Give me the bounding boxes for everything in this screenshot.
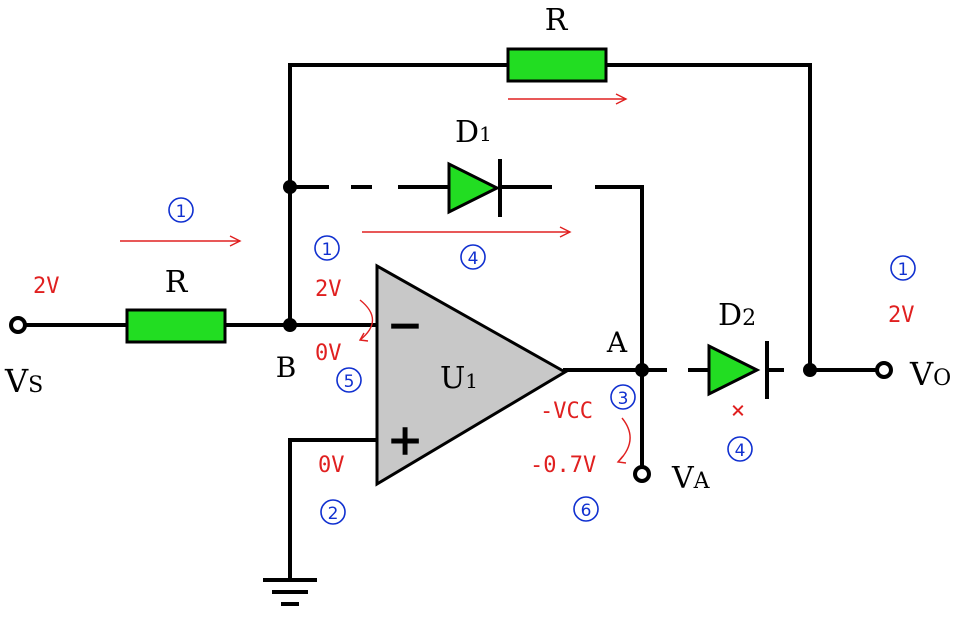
label-vs: VS (4, 362, 43, 400)
label-va: VA (671, 461, 711, 496)
label-node-b: B (276, 351, 297, 384)
step-2: 2 (320, 499, 346, 525)
svg-text:1: 1 (898, 260, 909, 280)
label-vo: VO (909, 355, 951, 393)
label-r-top: R (545, 3, 569, 38)
step-1-output: 1 (890, 255, 916, 281)
diode-d2 (707, 343, 761, 397)
step-3: 3 (610, 384, 636, 410)
label-d1: D1 (455, 115, 492, 150)
resistor-input (125, 308, 227, 344)
junction-b (283, 318, 297, 332)
current-arrow-r-top (508, 93, 628, 105)
svg-text:4: 4 (468, 249, 479, 269)
step-4-d2: 4 (727, 436, 753, 462)
junction-d1 (283, 180, 297, 194)
annotation-inv-0v: 0V (315, 341, 342, 366)
annotation-noninv-0v: 0V (318, 453, 345, 478)
transition-arrow-output (616, 417, 631, 464)
step-6: 6 (573, 496, 599, 522)
terminal-vs (9, 316, 27, 334)
terminal-va (633, 465, 651, 483)
feedback-wire-top-right (603, 63, 812, 374)
svg-text:2: 2 (328, 504, 339, 524)
label-d2: D2 (718, 298, 756, 333)
label-r-input: R (165, 265, 189, 300)
annotation-vo-2v: 2V (888, 303, 915, 328)
d1-branch-seg5 (595, 185, 644, 372)
diode-d1 (447, 161, 501, 215)
opamp-minus-sign: − (387, 300, 424, 351)
opamp-u1 (375, 263, 568, 487)
junction-a (635, 363, 649, 377)
step-4-d1: 4 (460, 244, 486, 270)
ground-wire (288, 438, 382, 580)
terminal-vo (875, 361, 893, 379)
svg-text:1: 1 (322, 240, 333, 260)
resistor-top (506, 47, 608, 83)
annotation-minus-0-7v: -0.7V (530, 453, 596, 478)
current-arrow-input (120, 235, 242, 247)
step-1-input: 1 (168, 197, 194, 223)
step-1-inv: 1 (314, 235, 340, 261)
svg-text:3: 3 (618, 389, 629, 409)
current-arrow-d1 (362, 226, 572, 238)
svg-text:1: 1 (176, 202, 187, 222)
svg-text:4: 4 (735, 441, 746, 461)
junction-vo (803, 363, 817, 377)
annotation-inv-2v: 2V (315, 277, 342, 302)
transition-arrow-inv (358, 299, 374, 342)
svg-text:5: 5 (344, 372, 355, 392)
feedback-wire-top (288, 63, 512, 327)
opamp-plus-sign: + (387, 415, 424, 466)
annotation-vs-2v: 2V (33, 274, 60, 299)
label-u1: U1 (440, 361, 478, 396)
label-node-a: A (606, 326, 628, 359)
svg-text:6: 6 (581, 501, 592, 521)
annotation-neg-vcc: -VCC (540, 399, 593, 424)
step-5: 5 (336, 367, 362, 393)
annotation-d2-cross: × (731, 396, 745, 424)
